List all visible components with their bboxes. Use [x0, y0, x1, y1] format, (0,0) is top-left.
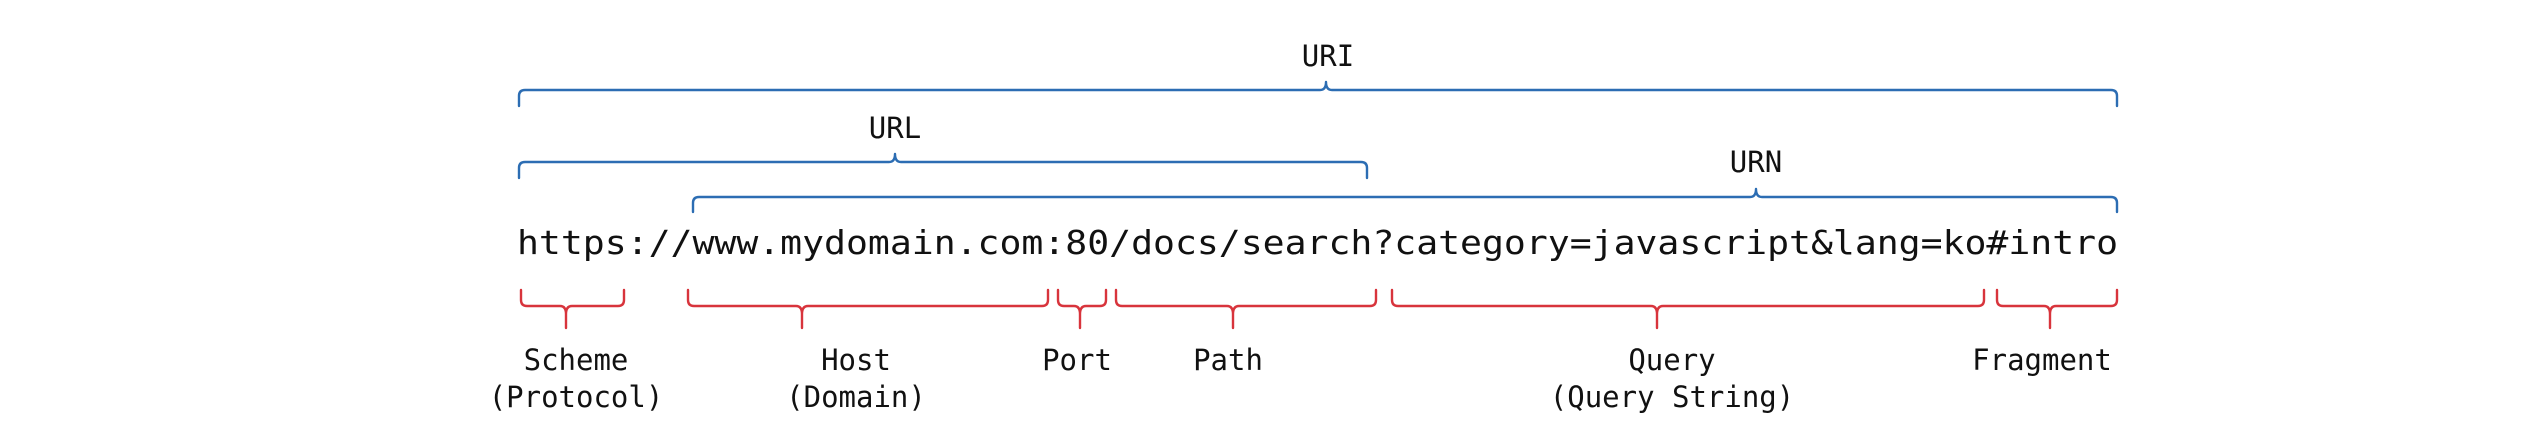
scheme-brace [519, 288, 626, 330]
fragment-brace [1995, 288, 2119, 330]
url-brace [517, 152, 1369, 180]
host-brace [686, 288, 1050, 330]
query-label: Query [1628, 343, 1715, 377]
path-brace [1114, 288, 1378, 330]
port-brace [1056, 288, 1108, 330]
url-label: URL [869, 111, 921, 145]
host-sublabel: (Domain) [786, 380, 926, 414]
scheme-label: Scheme [524, 343, 629, 377]
port-label: Port [1042, 343, 1112, 377]
url-string: https://www.mydomain.com:80/docs/search?… [517, 223, 2118, 262]
fragment-label: Fragment [1972, 343, 2112, 377]
urn-brace [691, 187, 2119, 214]
uri-brace [517, 80, 2119, 108]
host-label: Host [821, 343, 891, 377]
urn-label: URN [1730, 145, 1782, 179]
scheme-sublabel: (Protocol) [489, 380, 664, 414]
query-sublabel: (Query String) [1550, 380, 1794, 414]
uri-label: URI [1302, 39, 1354, 73]
query-brace [1390, 288, 1986, 330]
path-label: Path [1193, 343, 1263, 377]
